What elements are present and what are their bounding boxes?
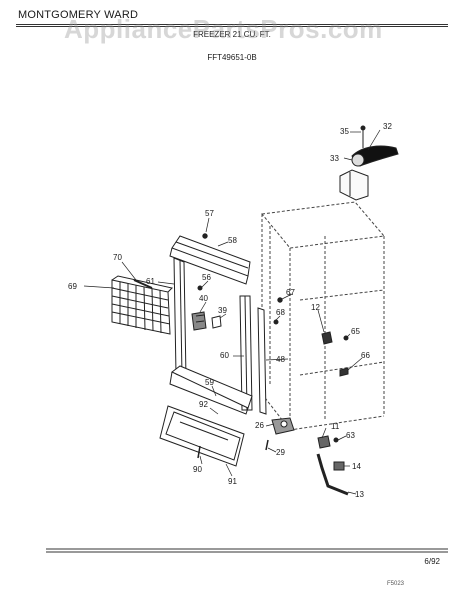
callout-60: 60 <box>220 351 229 360</box>
brand-name: MONTGOMERY WARD <box>18 9 139 21</box>
callout-14: 14 <box>352 462 361 471</box>
revision-date: 6/92 <box>424 557 440 566</box>
callout-13: 13 <box>355 490 364 499</box>
callout-35: 35 <box>340 127 349 136</box>
callout-39: 39 <box>218 306 227 315</box>
callout-26: 26 <box>255 421 264 430</box>
callout-48: 48 <box>276 355 285 364</box>
callout-69: 69 <box>68 282 77 291</box>
callout-32: 32 <box>383 122 392 131</box>
header-rule-bottom <box>16 26 448 27</box>
callout-90: 90 <box>193 465 202 474</box>
callout-11: 11 <box>331 422 340 431</box>
callout-91: 91 <box>228 477 237 486</box>
rod-part-70 <box>133 279 153 289</box>
screw-part-90 <box>197 445 201 459</box>
diagram-code: F5023 <box>386 581 404 587</box>
header-rule-top <box>16 24 448 25</box>
door-bottom-rail-part-59 <box>169 365 253 415</box>
callout-57: 57 <box>205 209 214 218</box>
callout-labels: 32 35 33 57 58 70 69 61 56 40 39 67 68 1… <box>68 122 392 499</box>
callout-70: 70 <box>113 253 122 262</box>
door-top-rail-part-58 <box>169 235 251 285</box>
model-number: FFT49651-0B <box>207 53 257 62</box>
screws <box>197 233 283 325</box>
lower-hinge-part-26 <box>271 417 295 435</box>
callout-67: 67 <box>286 288 295 297</box>
watermark-text: AppliancePartsPros.com <box>64 14 383 44</box>
right-side-hardware <box>316 331 349 496</box>
kickplate-part-91 <box>159 405 245 467</box>
callout-63: 63 <box>346 431 355 440</box>
hinge-block-parts-40-39 <box>191 311 222 331</box>
callout-12: 12 <box>311 303 320 312</box>
callout-61: 61 <box>146 277 155 286</box>
callout-29: 29 <box>276 448 285 457</box>
callout-92: 92 <box>199 400 208 409</box>
callout-40: 40 <box>199 294 208 303</box>
door-right-rail-part-60 <box>239 295 267 415</box>
leader-lines <box>83 129 381 495</box>
grille-part-69 <box>111 275 173 335</box>
callout-33: 33 <box>330 154 339 163</box>
callout-56: 56 <box>202 273 211 282</box>
door-left-rail-part-61 <box>173 257 187 379</box>
callout-68: 68 <box>276 308 285 317</box>
callout-66: 66 <box>361 351 370 360</box>
screw-part-29 <box>265 439 269 451</box>
appliance-title: FREEZER 21 CU. FT. <box>193 30 271 39</box>
callout-65: 65 <box>351 327 360 336</box>
top-hinge-assembly <box>339 125 399 201</box>
callout-59: 59 <box>205 378 214 387</box>
callout-58: 58 <box>228 236 237 245</box>
